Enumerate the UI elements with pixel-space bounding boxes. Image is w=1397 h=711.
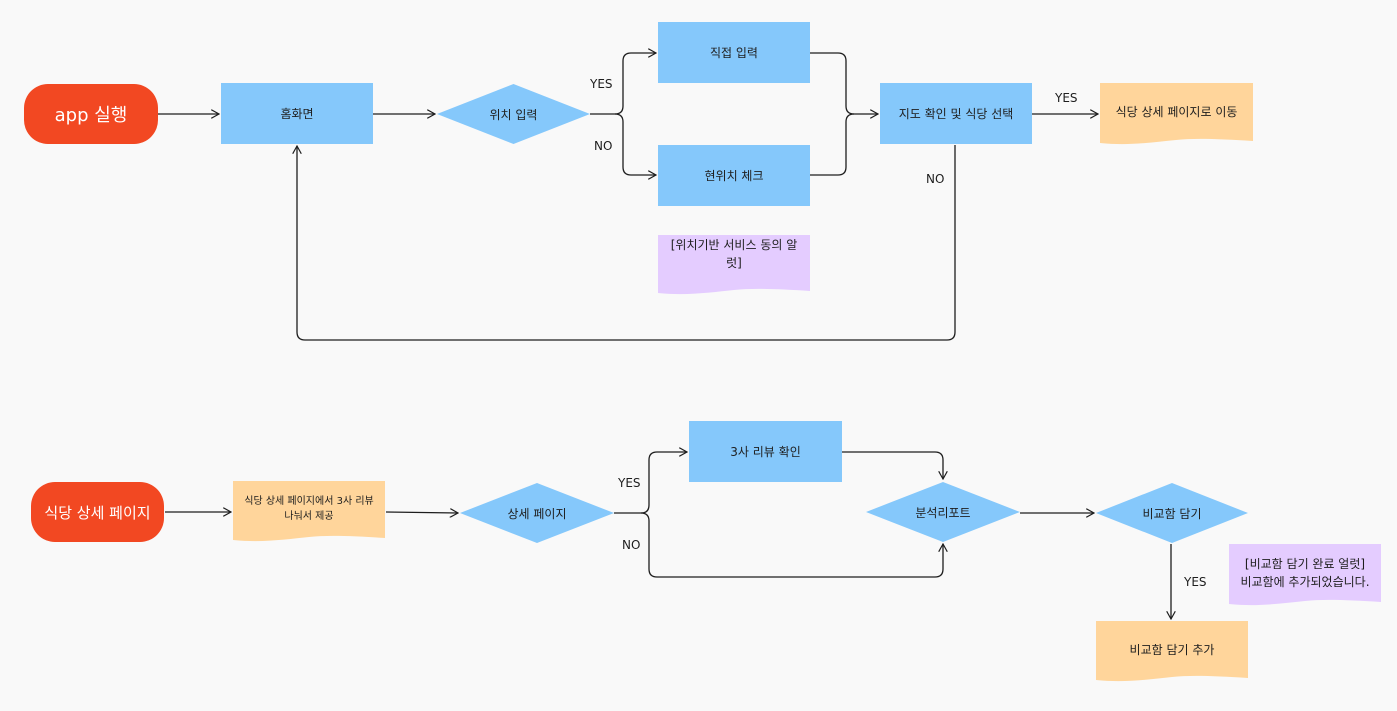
label-yes-direct: YES [590, 77, 613, 91]
start-app-launch-label: app 실행 [54, 105, 128, 126]
process-current-location-label: 현위치 체크 [704, 169, 764, 183]
edge-location-current [614, 113, 656, 175]
label-no-current: NO [594, 139, 613, 153]
decision-location-input: 위치 입력 [437, 84, 590, 144]
document-provide-reviews: 식당 상세 페이지에서 3사 리뷰 나눠서 제공 [233, 481, 385, 542]
document-compare-alert-line1: [비교함 담기 완료 얼럿] [1244, 557, 1366, 571]
process-map-select: 지도 확인 및 식당 선택 [880, 83, 1032, 144]
document-compare-added-label: 비교함 담기 추가 [1129, 642, 1215, 657]
decision-detail-page-label: 상세 페이지 [507, 506, 567, 521]
decision-add-compare-label: 비교함 담기 [1142, 506, 1202, 521]
document-compare-alert: [비교함 담기 완료 얼럿] 비교함에 추가되었습니다. [1229, 544, 1381, 606]
decision-add-compare: 비교함 담기 [1096, 483, 1248, 543]
process-check-reviews-label: 3사 리뷰 확인 [730, 445, 801, 459]
edge-provide-detail [385, 512, 458, 513]
label-no-report: NO [622, 538, 641, 552]
document-location-consent-alert-label: [위치기반 서비스 동의 알럿] [670, 238, 798, 270]
process-home: 홈화면 [221, 83, 373, 144]
decision-analysis-report: 분석리포트 [866, 482, 1020, 542]
decision-location-input-label: 위치 입력 [489, 107, 538, 122]
label-yes-reviews: YES [618, 476, 641, 490]
process-check-reviews: 3사 리뷰 확인 [689, 421, 842, 482]
edge-detail-reviews [614, 452, 687, 514]
start-restaurant-detail-label: 식당 상세 페이지 [44, 503, 151, 522]
process-map-select-label: 지도 확인 및 식당 선택 [898, 107, 1014, 121]
label-yes-added: YES [1184, 575, 1207, 589]
label-yes-detail: YES [1055, 91, 1078, 105]
process-direct-input: 직접 입력 [658, 22, 810, 83]
start-app-launch: app 실행 [24, 84, 158, 144]
document-provide-reviews-label: 식당 상세 페이지에서 3사 리뷰 나눠서 제공 [244, 495, 374, 522]
process-current-location: 현위치 체크 [658, 145, 810, 206]
edge-reviews-report [842, 451, 943, 479]
decision-analysis-report-label: 분석리포트 [915, 505, 971, 520]
edge-detail-report [640, 512, 943, 578]
edge-location-direct [590, 53, 656, 115]
decision-detail-page: 상세 페이지 [460, 483, 614, 543]
document-go-detail-label: 식당 상세 페이지로 이동 [1115, 105, 1238, 119]
document-compare-alert-text: [비교함 담기 완료 얼럿] 비교함에 추가되었습니다. [1234, 555, 1375, 591]
document-go-detail: 식당 상세 페이지로 이동 [1100, 83, 1253, 145]
process-direct-input-label: 직접 입력 [710, 46, 758, 60]
document-location-consent-alert: [위치기반 서비스 동의 알럿] [658, 235, 810, 295]
start-restaurant-detail: 식당 상세 페이지 [31, 482, 164, 542]
document-compare-alert-line2: 비교함에 추가되었습니다. [1240, 575, 1370, 589]
label-no-loop: NO [926, 172, 945, 186]
edge-current-map [810, 113, 855, 176]
process-home-label: 홈화면 [280, 107, 314, 121]
document-compare-added: 비교함 담기 추가 [1096, 621, 1248, 682]
edge-map-home-loop [297, 145, 956, 341]
edge-direct-map [810, 52, 878, 114]
